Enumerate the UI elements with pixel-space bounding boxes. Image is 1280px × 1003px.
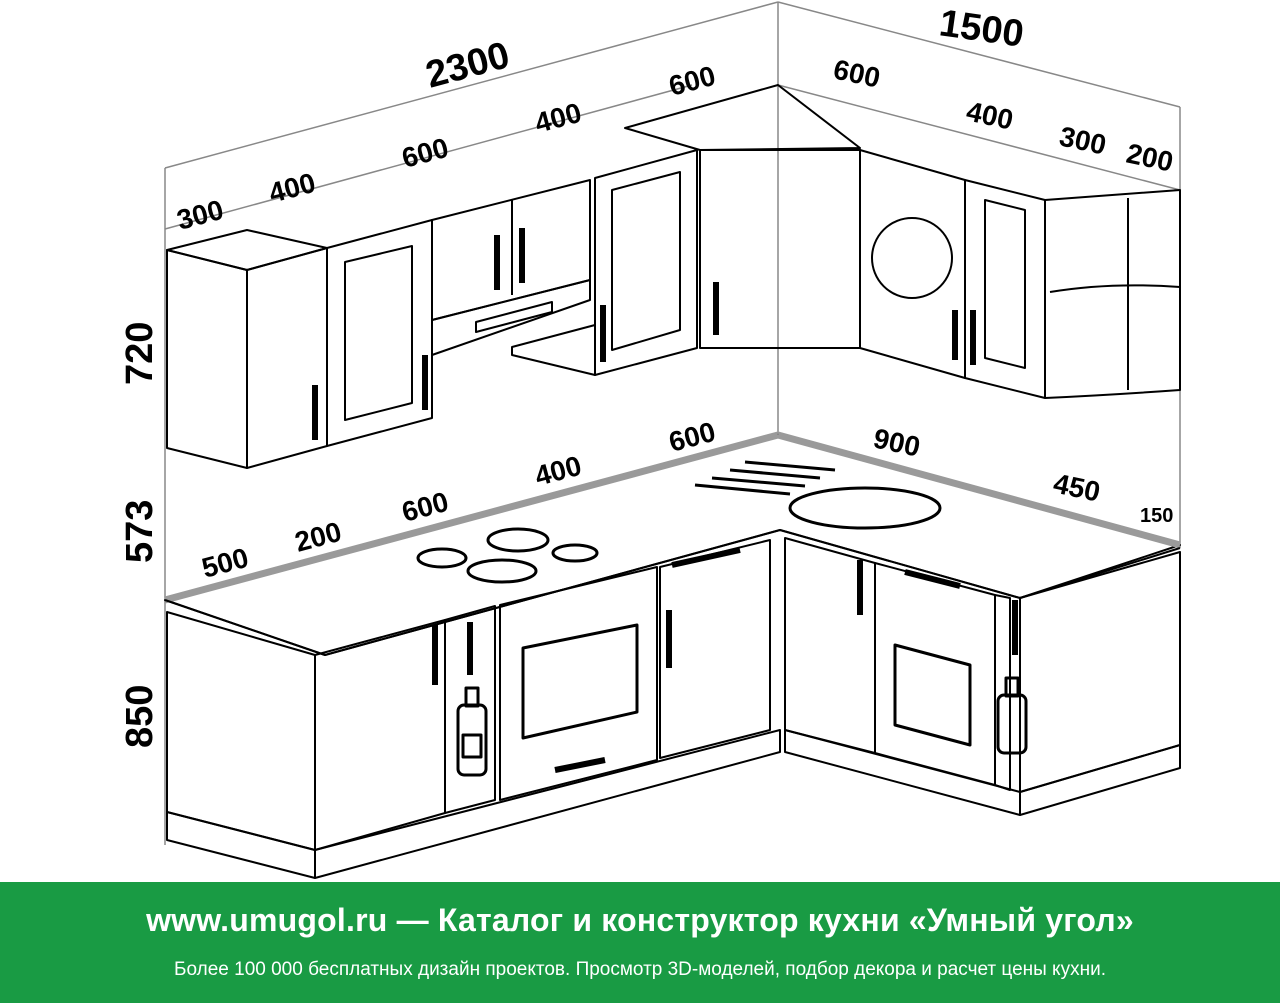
dim-base-side-450: 450 <box>1051 468 1103 508</box>
dim-upper-total: 2300 <box>421 34 514 96</box>
dim-base-side-900: 900 <box>871 423 923 463</box>
dim-upper-side-600: 600 <box>831 54 883 94</box>
dim-upper-side-200: 200 <box>1124 138 1176 178</box>
dim-upper-side-300: 300 <box>1057 121 1109 161</box>
dim-upper-600-a: 600 <box>399 132 452 174</box>
dim-height-base: 850 <box>119 685 161 748</box>
kitchen-drawing: 2300 1500 300 400 600 400 600 600 400 30… <box>119 1 1181 879</box>
site-link[interactable]: www.umugol.ru <box>146 902 388 938</box>
dim-upper-600-b: 600 <box>666 60 719 102</box>
dimension-labels: 2300 1500 300 400 600 400 600 600 400 30… <box>119 2 1176 748</box>
sink <box>694 460 942 530</box>
dim-upper-400-b: 400 <box>532 97 585 139</box>
dim-height-gap: 573 <box>119 500 161 563</box>
bottle-icon <box>456 676 1028 777</box>
dim-height-upper: 720 <box>119 322 161 385</box>
hob <box>416 527 599 584</box>
kitchen-svg: 2300 1500 300 400 600 400 600 600 400 30… <box>119 1 1181 879</box>
upper-cabinets-left <box>166 84 861 469</box>
footer-title-text: — Каталог и конструктор кухни «Умный уго… <box>387 902 1134 938</box>
dim-upper-300: 300 <box>174 194 227 236</box>
footer-banner: www.umugol.ru — Каталог и конструктор ку… <box>0 882 1280 1003</box>
base-cabinets-left <box>166 539 781 879</box>
footer-title: www.umugol.ru — Каталог и конструктор ку… <box>0 902 1280 939</box>
base-cabinets-right <box>784 537 1181 816</box>
dim-base-side-150: 150 <box>1140 505 1173 527</box>
dim-upper-400-a: 400 <box>266 167 319 209</box>
dim-upper-side-400: 400 <box>964 96 1016 136</box>
dim-base-400: 400 <box>532 450 585 492</box>
footer-subtitle: Более 100 000 бесплатных дизайн проектов… <box>174 959 1106 980</box>
upper-cabinets-right <box>859 149 1181 399</box>
